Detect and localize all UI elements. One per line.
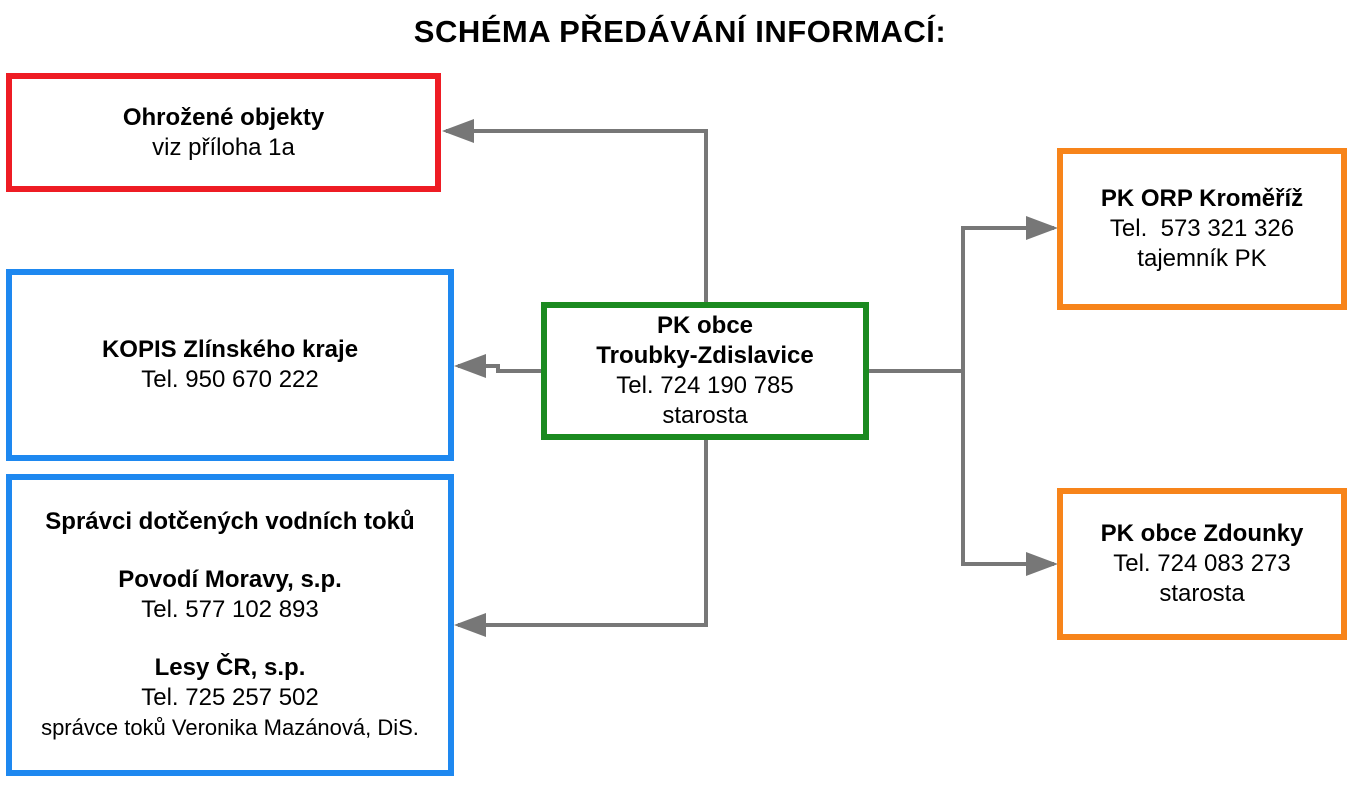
lesy-cr-name: Lesy ČR, s.p. (154, 654, 306, 681)
orp-kromeriz-heading: PK ORP Kroměříž (1100, 185, 1304, 212)
threatened-objects-heading: Ohrožené objekty (122, 103, 325, 131)
center-node-municipality: Troubky-Zdislavice (596, 342, 814, 369)
center-node-phone: Tel. 724 190 785 (616, 372, 794, 399)
orp-kromeriz-role: tajemník PK (1137, 245, 1267, 272)
povodi-moravy-phone: Tel. 577 102 893 (141, 596, 319, 623)
kopis-box: KOPIS Zlínského kraje Tel. 950 670 222 (6, 269, 454, 461)
orp-kromeriz-phone: Tel. 573 321 326 (1109, 215, 1295, 242)
connector-to-threatened (442, 119, 708, 303)
lesy-cr-contact: správce toků Veronika Mazánová, DiS. (41, 715, 419, 740)
connector-to-water (454, 438, 708, 637)
lesy-cr-phone: Tel. 725 257 502 (141, 684, 319, 711)
orp-kromeriz-box: PK ORP Kroměříž Tel. 573 321 326 tajemní… (1057, 148, 1347, 310)
zdounky-phone: Tel. 724 083 273 (1113, 550, 1291, 577)
diagram-title: SCHÉMA PŘEDÁVÁNÍ INFORMACÍ: (413, 14, 947, 49)
kopis-heading: KOPIS Zlínského kraje (101, 336, 359, 363)
connector-to-zdounky (961, 371, 1058, 576)
povodi-moravy-name: Povodí Moravy, s.p. (118, 566, 342, 593)
kopis-phone: Tel. 950 670 222 (141, 366, 319, 393)
connector-to-orp (961, 216, 1058, 371)
zdounky-box: PK obce Zdounky Tel. 724 083 273 starost… (1057, 488, 1347, 640)
zdounky-role: starosta (1159, 580, 1245, 607)
center-node-box: PK obce Troubky-Zdislavice Tel. 724 190 … (541, 302, 869, 440)
threatened-objects-box: Ohrožené objekty viz příloha 1a (6, 73, 441, 192)
center-node-role: starosta (662, 402, 748, 429)
threatened-objects-note: viz příloha 1a (152, 133, 295, 161)
zdounky-heading: PK obce Zdounky (1100, 520, 1304, 547)
connector-to-kopis (454, 354, 544, 378)
water-managers-heading: Správci dotčených vodních toků (45, 508, 415, 535)
center-node-heading: PK obce (656, 312, 754, 339)
water-managers-box: Správci dotčených vodních toků Povodí Mo… (6, 474, 454, 776)
